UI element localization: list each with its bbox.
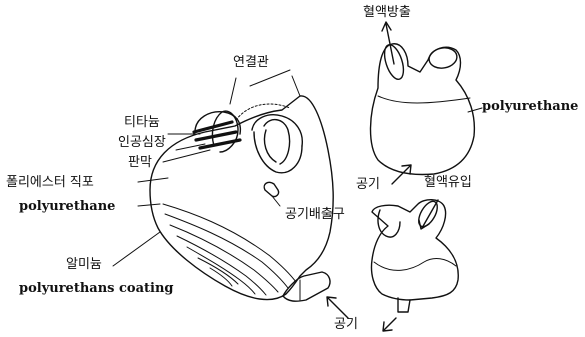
main-heart-drawing (113, 70, 333, 301)
label-polyurethane-left: polyurethane (19, 200, 115, 213)
label-artificial-heart: 인공심장 (118, 136, 166, 149)
label-air-outlet: 공기배출구 (285, 208, 345, 221)
label-blood-inflow: 혈액유입 (424, 176, 472, 189)
label-connecting-tube: 연결관 (233, 56, 269, 69)
label-titanium: 티타늄 (124, 116, 160, 129)
label-polyurethane-right: polyurethane (482, 100, 578, 113)
label-aluminum: 알미늄 (66, 258, 102, 271)
label-air-top: 공기 (356, 178, 380, 191)
label-polyester-fabric: 폴리에스터 직포 (6, 176, 94, 189)
label-polyurethans-coating: polyurethans coating (19, 282, 174, 295)
label-valve: 판막 (128, 156, 152, 169)
label-air-bottom: 공기 (334, 318, 358, 331)
right-bottom-heart (327, 198, 458, 331)
right-top-heart (371, 22, 483, 184)
label-blood-ejection: 혈액방출 (363, 6, 411, 19)
